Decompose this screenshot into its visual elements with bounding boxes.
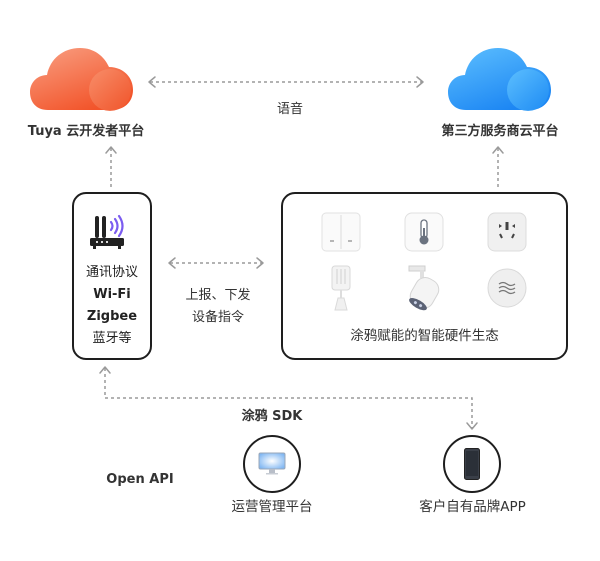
phone-icon [464, 448, 480, 480]
spotlight-icon [408, 265, 440, 311]
protocol-line: 通讯协议 [85, 265, 138, 280]
router-icon [90, 214, 124, 249]
protocol-box: 通讯协议 Wi-Fi Zigbee 蓝牙等 [72, 192, 152, 360]
arrowhead-sdk-down [466, 422, 478, 430]
brand-app-label: 客户自有品牌APP [419, 499, 526, 515]
sdk-connector-line [104, 368, 473, 428]
brand-app-node[interactable] [443, 435, 501, 493]
sdk-label: 涂鸦 SDK [241, 409, 303, 424]
ops-platform-node[interactable] [243, 435, 301, 493]
tuya-cloud-icon [30, 48, 133, 111]
sensor-icon [331, 265, 351, 311]
arrowhead-report-left [168, 257, 176, 269]
ops-platform-label: 运营管理平台 [231, 499, 313, 515]
protocol-line: 蓝牙等 [92, 331, 132, 346]
arrowhead-report-right [256, 257, 264, 269]
protocol-line: Zigbee [86, 309, 138, 324]
arrowhead-tuya-up [105, 146, 117, 154]
protocol-line: Wi-Fi [93, 287, 131, 302]
thirdparty-cloud-label: 第三方服务商云平台 [441, 124, 559, 139]
waves-icon [487, 268, 527, 308]
report-label: 上报、下发 设备指令 [168, 285, 268, 329]
socket-icon [487, 212, 527, 252]
open-api-label: Open API [106, 472, 174, 487]
switch-icon [321, 212, 361, 252]
monitor-icon [258, 452, 286, 475]
thermometer-icon [404, 212, 444, 252]
report-label-line2: 设备指令 [191, 310, 244, 325]
ecosystem-box: 涂鸦赋能的智能硬件生态 [281, 192, 568, 360]
voice-label: 语音 [276, 102, 303, 117]
arrowhead-voice-left [148, 76, 156, 88]
ecosystem-label: 涂鸦赋能的智能硬件生态 [350, 328, 499, 344]
thirdparty-cloud-icon [448, 48, 551, 111]
tuya-cloud-label: Tuya 云开发者平台 [27, 124, 145, 139]
arrowhead-thirdparty-up [492, 146, 504, 154]
arrowhead-voice-right [416, 76, 424, 88]
report-label-line1: 上报、下发 [185, 288, 251, 303]
arrowhead-sdk-up [99, 366, 111, 374]
